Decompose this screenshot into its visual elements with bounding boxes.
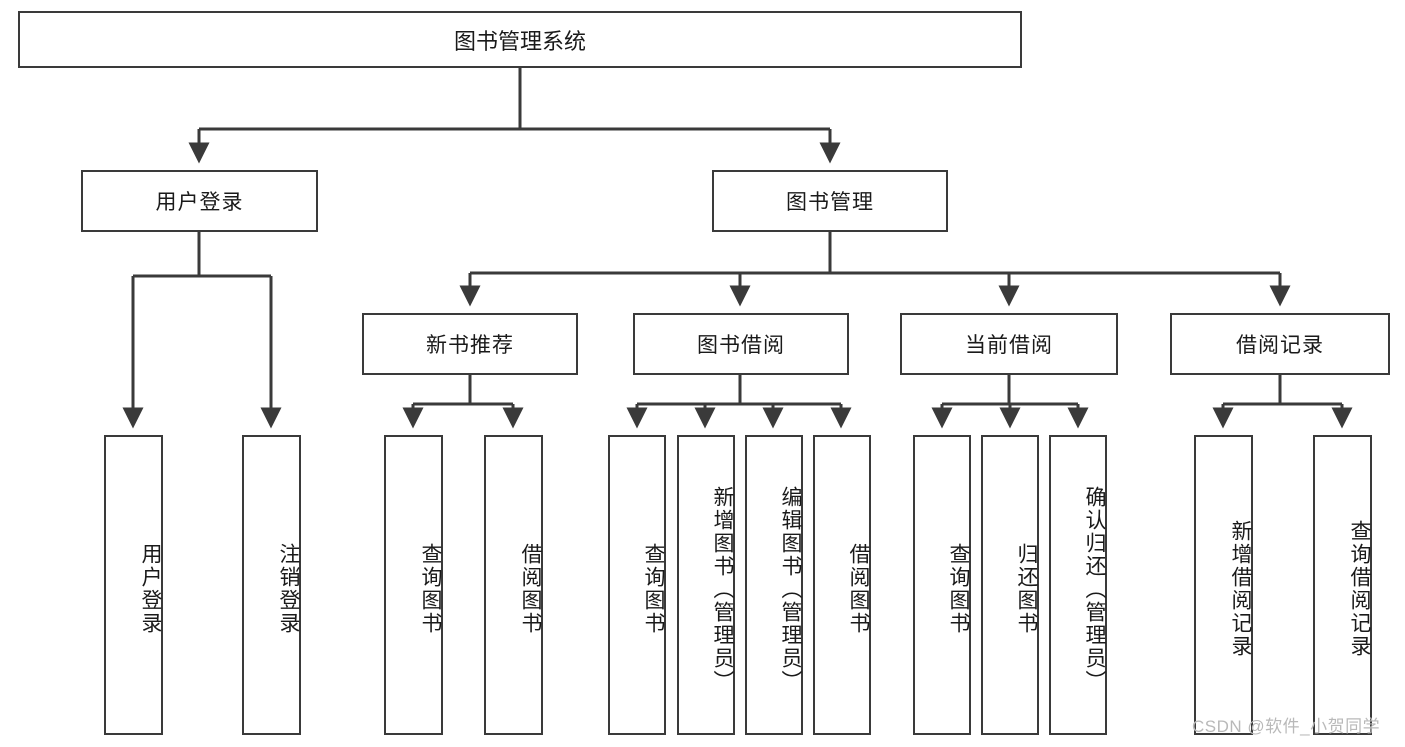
node-current-borrow[interactable]: 当前借阅 <box>900 313 1118 375</box>
leaf-return-book[interactable]: 归还图书 <box>981 435 1039 735</box>
node-borrow-record[interactable]: 借阅记录 <box>1170 313 1390 375</box>
node-root-system[interactable]: 图书管理系统 <box>18 11 1022 68</box>
leaf-edit-book-admin[interactable]: 编辑图书（管理员） <box>745 435 803 735</box>
leaf-query-borrow-record[interactable]: 查询借阅记录 <box>1313 435 1372 735</box>
node-book-management[interactable]: 图书管理 <box>712 170 948 232</box>
leaf-query-book-recommend[interactable]: 查询图书 <box>384 435 443 735</box>
csdn-watermark: CSDN @软件_小贺同学 <box>1192 717 1381 736</box>
leaf-add-borrow-record[interactable]: 新增借阅记录 <box>1194 435 1253 735</box>
leaf-query-book-current[interactable]: 查询图书 <box>913 435 971 735</box>
leaf-add-book-admin[interactable]: 新增图书（管理员） <box>677 435 735 735</box>
node-book-borrow[interactable]: 图书借阅 <box>633 313 849 375</box>
node-user-login[interactable]: 用户登录 <box>81 170 318 232</box>
leaf-user-login[interactable]: 用户登录 <box>104 435 163 735</box>
node-new-book-recommend[interactable]: 新书推荐 <box>362 313 578 375</box>
leaf-borrow-book-borrow[interactable]: 借阅图书 <box>813 435 871 735</box>
leaf-confirm-return-admin[interactable]: 确认归还（管理员） <box>1049 435 1107 735</box>
leaf-query-book-borrow[interactable]: 查询图书 <box>608 435 666 735</box>
leaf-logout-login[interactable]: 注销登录 <box>242 435 301 735</box>
leaf-borrow-book-recommend[interactable]: 借阅图书 <box>484 435 543 735</box>
